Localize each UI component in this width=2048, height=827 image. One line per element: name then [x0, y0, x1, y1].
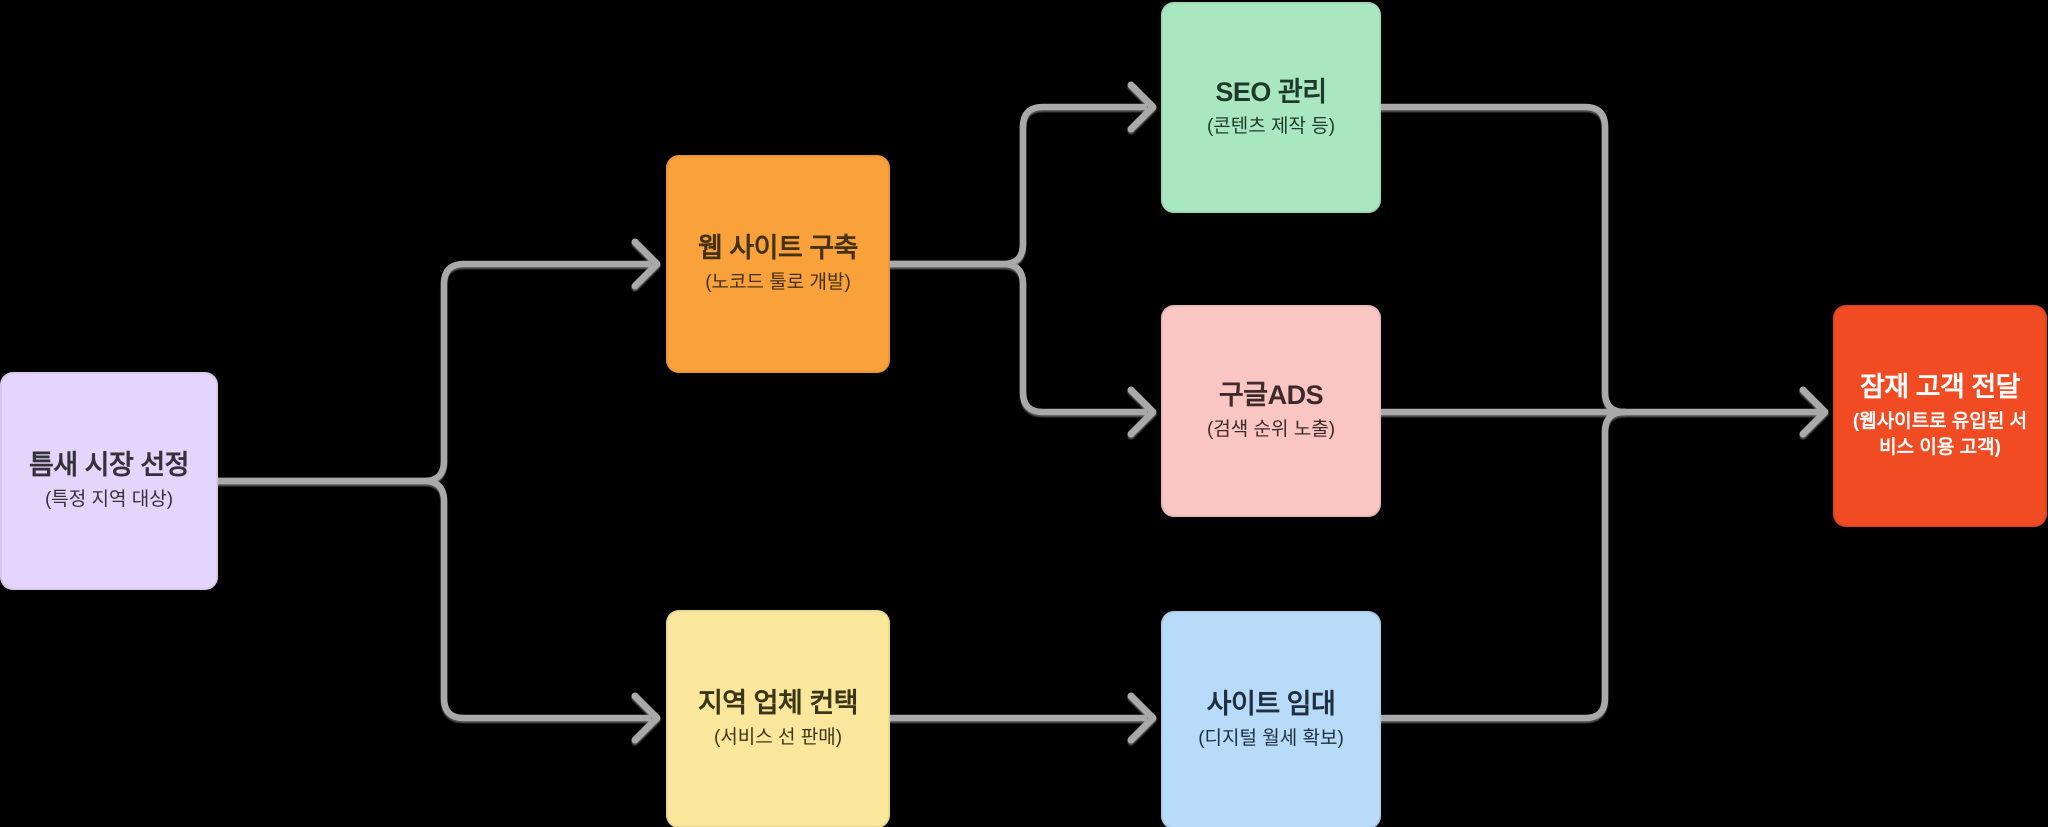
node-local-business-contact-subtitle: (서비스 선 판매) — [713, 727, 843, 749]
arrowhead-into-ads — [1127, 386, 1157, 438]
arrowhead-into-leads — [1799, 386, 1829, 438]
node-niche-market[interactable]: 틈새 시장 선정 (특정 지역 대상) — [0, 372, 218, 590]
node-site-rental-subtitle: (디지털 월세 확보) — [1198, 728, 1344, 750]
node-lead-delivery[interactable]: 잠재 고객 전달 (웹사이트로 유입된 서비스 이용 고객) — [1833, 305, 2047, 527]
arrowhead-into-contact — [631, 692, 661, 744]
connector-website-to-ads[interactable] — [886, 260, 1148, 416]
node-website-build[interactable]: 웹 사이트 구축 (노코드 툴로 개발) — [666, 155, 890, 373]
node-local-business-contact[interactable]: 지역 업체 컨택 (서비스 선 판매) — [666, 610, 890, 827]
node-website-build-title: 웹 사이트 구축 — [697, 233, 859, 264]
connector-rental-to-leads[interactable] — [1377, 408, 1629, 722]
node-seo-management-title: SEO 관리 — [1215, 76, 1327, 107]
node-site-rental[interactable]: 사이트 임대 (디지털 월세 확보) — [1161, 611, 1381, 827]
arrowhead-into-website — [631, 238, 661, 290]
arrowhead-into-seo — [1127, 81, 1157, 133]
node-google-ads-title: 구글ADS — [1218, 380, 1324, 411]
node-google-ads-subtitle: (검색 순위 노출) — [1206, 419, 1336, 441]
node-lead-delivery-subtitle: (웹사이트로 유입된 서비스 이용 고객) — [1852, 411, 2028, 458]
node-google-ads[interactable]: 구글ADS (검색 순위 노출) — [1161, 305, 1381, 517]
node-local-business-contact-title: 지역 업체 컨택 — [697, 688, 859, 719]
connector-website-to-seo[interactable] — [886, 103, 1148, 268]
node-seo-management[interactable]: SEO 관리 (콘텐츠 제작 등) — [1161, 2, 1381, 213]
connector-seo-to-leads[interactable] — [1377, 103, 1629, 416]
connector-niche-to-website[interactable] — [214, 260, 652, 485]
node-niche-market-title: 틈새 시장 선정 — [28, 450, 190, 481]
node-lead-delivery-title: 잠재 고객 전달 — [1859, 372, 2021, 403]
node-seo-management-subtitle: (콘텐츠 제작 등) — [1206, 115, 1336, 137]
arrowhead-into-rental — [1127, 692, 1157, 744]
node-niche-market-subtitle: (특정 지역 대상) — [44, 489, 174, 511]
node-site-rental-title: 사이트 임대 — [1206, 689, 1336, 720]
connector-niche-to-contact[interactable] — [214, 477, 652, 722]
node-website-build-subtitle: (노코드 툴로 개발) — [705, 272, 851, 294]
